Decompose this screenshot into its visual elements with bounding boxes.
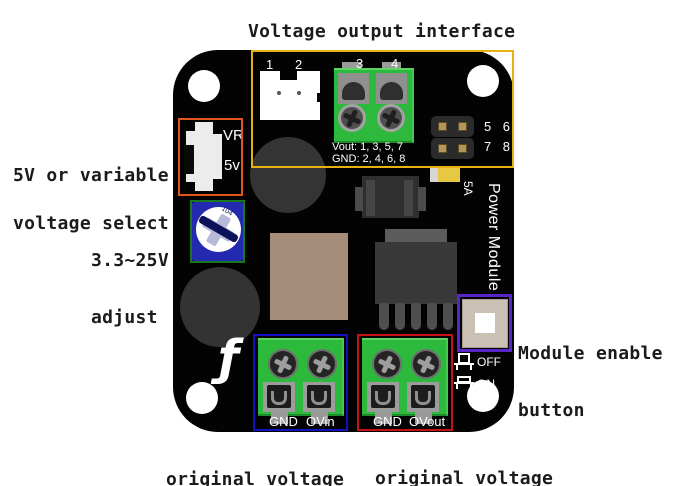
label-original-output-line1: original voltage	[375, 468, 554, 486]
jst-pin-1-dot	[277, 91, 281, 95]
top-terminal-clamp-3	[338, 73, 369, 104]
input-terminal-screw-ovin	[307, 349, 337, 379]
pin-number-3: 3	[356, 56, 364, 71]
pin-header-row-top	[431, 116, 474, 137]
output-terminal-clamp-gnd	[367, 382, 399, 412]
jst-connector-side-notch	[317, 93, 321, 102]
outline-voltage-output-interface	[251, 50, 514, 168]
input-terminal-clamp-ovin	[303, 382, 335, 412]
silkscreen-vout-note: Vout: 1, 3, 5, 7	[332, 141, 403, 153]
top-terminal-tab-left	[342, 62, 361, 71]
regulator-body	[375, 242, 457, 304]
input-terminal-screw-gnd	[268, 349, 298, 379]
header-pad-7	[438, 144, 447, 153]
dfrobot-logo: ƒ	[218, 330, 239, 386]
outline-enable-button	[457, 294, 512, 352]
dc-jack-ridge-right	[404, 180, 413, 216]
label-module-enable-line1: Module enable	[518, 343, 663, 364]
output-terminal-screw-gnd	[372, 349, 402, 379]
output-terminal-foot-2	[415, 412, 432, 424]
jst-pin-2-dot	[297, 91, 301, 95]
switch-notch-br	[213, 179, 222, 191]
pin-number-5: 5	[484, 119, 492, 134]
pin-number-1: 1	[266, 57, 274, 72]
label-voltage-select-line1: 5V or variable	[13, 165, 169, 186]
top-terminal-clamp-4	[376, 73, 407, 104]
input-gnd-label: GND	[269, 414, 298, 429]
label-voltage-select: 5V or variable voltage select	[13, 136, 169, 264]
fuse-body	[438, 167, 460, 182]
outline-original-output	[357, 334, 453, 431]
mounting-hole-top-right	[467, 65, 499, 97]
header-labels-row1: 5 6	[484, 119, 510, 134]
jst-connector-notch	[280, 71, 297, 80]
pin-number-4: 4	[391, 56, 399, 71]
figure-title: Voltage output interface	[248, 21, 516, 42]
fuse-rating-label: 5A	[461, 181, 475, 196]
pin-number-2: 2	[295, 57, 303, 72]
label-adjust-line2: adjust	[91, 307, 158, 328]
enable-button-plunger	[475, 313, 495, 333]
output-ovout-label: OVout	[409, 414, 446, 429]
pin-number-6: 6	[502, 119, 510, 134]
label-adjust-line1: 3.3~25V	[91, 250, 169, 271]
top-terminal-screw-4	[377, 104, 405, 132]
regulator-tab	[385, 229, 447, 243]
header-labels-row2: 7 8	[484, 139, 510, 154]
switch-notch-tr	[213, 122, 222, 134]
mounting-hole-top-left	[188, 70, 220, 102]
capacitor-top	[250, 137, 326, 213]
label-original-input-line1: original voltage	[166, 469, 345, 486]
pin-number-7: 7	[484, 139, 492, 154]
regulator-leg-4	[427, 303, 437, 330]
dc-jack-tab-left	[355, 187, 363, 211]
switch-lever	[184, 145, 194, 174]
regulator-leg-1	[379, 303, 389, 330]
input-terminal-clamp-gnd	[263, 382, 295, 412]
button-off-label: OFF	[477, 355, 501, 369]
input-ovin-label: OVin	[306, 414, 335, 429]
label-voltage-select-line2: voltage select	[13, 213, 169, 234]
capacitor-bottom	[180, 267, 260, 347]
outline-voltage-select	[178, 118, 243, 196]
header-pad-8	[458, 144, 467, 153]
silkscreen-gnd-note: GND: 2, 4, 6, 8	[332, 153, 406, 165]
regulator-leg-2	[395, 303, 405, 330]
regulator-leg-5	[443, 303, 453, 330]
top-terminal-screw-3	[338, 104, 366, 132]
button-on-icon	[454, 374, 474, 389]
button-off-icon	[454, 353, 474, 370]
switch-notch-tl	[186, 122, 195, 131]
regulator-leg-3	[411, 303, 421, 330]
pin-header-row-bottom	[431, 138, 474, 159]
output-gnd-label: GND	[373, 414, 402, 429]
dc-jack-ridge-left	[366, 180, 375, 216]
output-terminal-clamp-ovout	[407, 382, 439, 412]
label-original-input: original voltage input	[166, 437, 344, 486]
input-terminal-foot-1	[271, 412, 288, 424]
mounting-hole-bottom-left	[186, 382, 218, 414]
module-name-label: Power Module	[485, 183, 502, 292]
label-original-output: original voltage output	[375, 436, 553, 486]
switch-label-vr: VR	[223, 127, 244, 144]
label-adjust: 3.3~25V adjust	[91, 213, 169, 365]
output-terminal-screw-ovout	[411, 349, 441, 379]
outline-original-input	[253, 334, 348, 431]
inductor	[270, 233, 348, 320]
switch-notch-bl	[186, 182, 195, 191]
input-terminal-foot-2	[311, 412, 328, 424]
fuse-end-cap	[430, 168, 438, 182]
top-terminal-tab-right	[382, 62, 401, 71]
button-on-label: ON	[477, 377, 495, 391]
label-module-enable-line2: button	[518, 400, 585, 421]
output-terminal-foot-1	[375, 412, 392, 424]
dc-jack-tab-right	[418, 187, 426, 211]
pin-number-8: 8	[502, 139, 510, 154]
label-module-enable: Module enable button	[518, 306, 663, 458]
outline-adjust-pot	[190, 200, 245, 263]
header-pad-6	[458, 122, 467, 131]
switch-label-5v: 5v	[224, 157, 240, 174]
mounting-hole-bottom-right	[467, 380, 499, 412]
header-pad-5	[438, 122, 447, 131]
